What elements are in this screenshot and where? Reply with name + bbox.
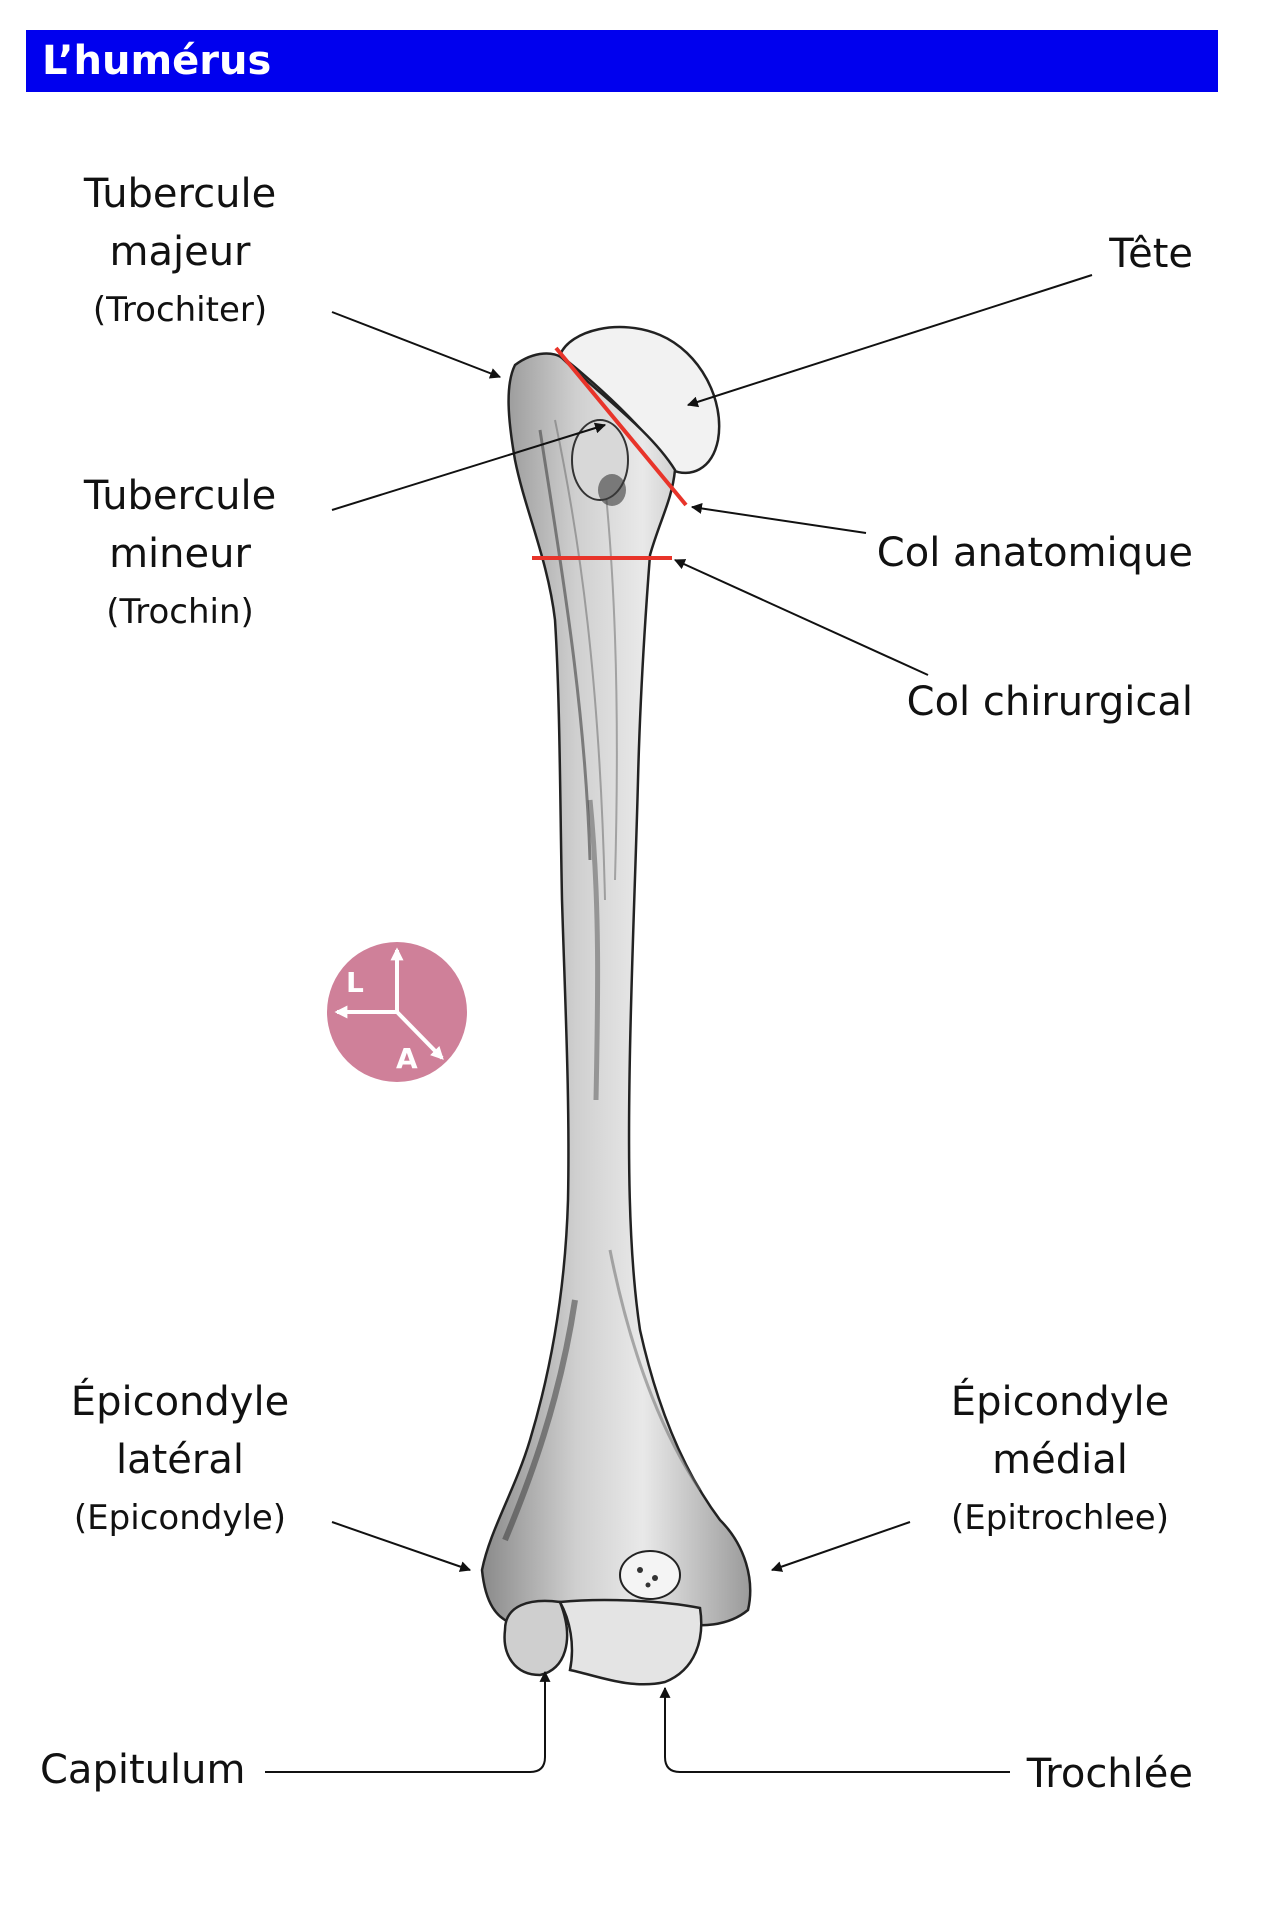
label-epicondyle-lateral: Épicondyle latéral (Epicondyle) — [30, 1373, 330, 1547]
compass-lateral-label: L — [346, 966, 364, 999]
label-epicondyle-medial-alt: (Epitrochlee) — [951, 1498, 1169, 1538]
label-tubercule-majeur-line1: Tubercule — [83, 171, 277, 217]
label-tubercule-mineur-line2: mineur — [109, 531, 251, 577]
label-tubercule-majeur-alt: (Trochiter) — [92, 290, 268, 330]
title-bar: L’humérus — [26, 30, 1218, 92]
compass-anterior-label: A — [396, 1042, 418, 1075]
label-tubercule-majeur: Tubercule majeur (Trochiter) — [40, 165, 320, 339]
leader-tubercule-majeur — [331, 311, 502, 379]
label-epicondyle-medial: Épicondyle médial (Epitrochlee) — [910, 1373, 1210, 1547]
label-epicondyle-lateral-line1: Épicondyle — [70, 1379, 290, 1425]
label-epicondyle-medial-line2: médial — [992, 1437, 1128, 1483]
humerus-bone — [480, 325, 752, 1686]
label-col-anatomique: Col anatomique — [876, 530, 1193, 576]
leader-col-anatomique — [690, 503, 867, 534]
page-title: L’humérus — [42, 38, 272, 84]
leader-tubercule-mineur — [331, 422, 607, 511]
leader-epicondyle-lateral — [331, 1521, 472, 1572]
leader-trochlee — [659, 1686, 1010, 1773]
leader-tete — [686, 274, 1093, 408]
label-tubercule-mineur: Tubercule mineur (Trochin) — [40, 467, 320, 641]
label-tubercule-majeur-line2: majeur — [109, 229, 251, 275]
label-capitulum: Capitulum — [40, 1747, 246, 1793]
leader-epicondyle-medial — [770, 1521, 911, 1572]
label-tete: Tête — [1109, 231, 1193, 277]
anatomical-neck-line — [554, 346, 688, 507]
leader-capitulum — [265, 1670, 551, 1773]
label-trochlee: Trochlée — [1026, 1751, 1193, 1797]
label-epicondyle-lateral-line2: latéral — [116, 1437, 244, 1483]
label-epicondyle-medial-line1: Épicondyle — [950, 1379, 1170, 1425]
leader-col-chirurgical — [673, 559, 929, 676]
label-tubercule-mineur-alt: (Trochin) — [106, 592, 254, 632]
orientation-compass-icon: L A — [327, 942, 467, 1082]
label-tubercule-mineur-line1: Tubercule — [83, 473, 277, 519]
label-col-chirurgical: Col chirurgical — [906, 679, 1193, 725]
label-epicondyle-lateral-alt: (Epicondyle) — [73, 1498, 287, 1538]
